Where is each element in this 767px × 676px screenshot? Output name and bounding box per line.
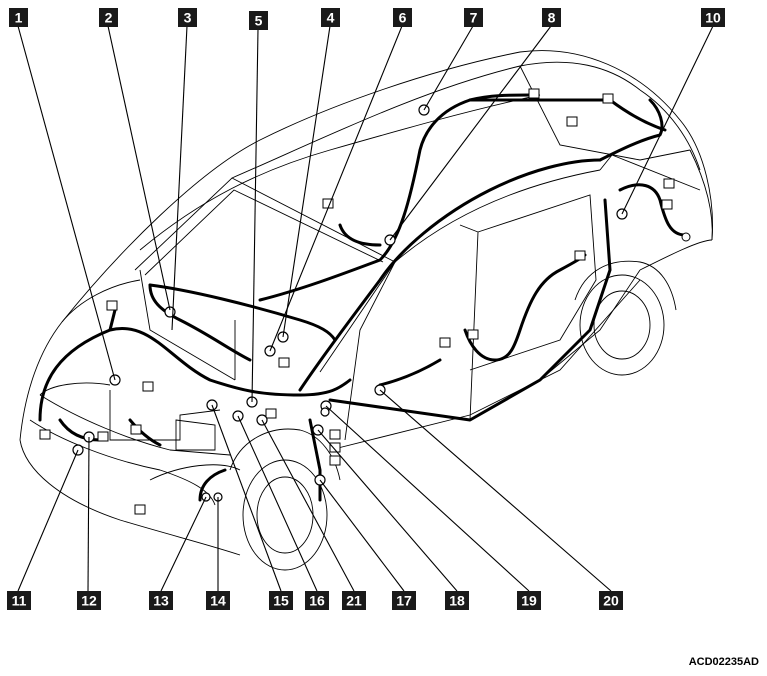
svg-text:13: 13 [153,593,169,609]
svg-text:2: 2 [105,10,113,26]
callout-10: 10 [701,8,725,27]
callout-4: 4 [321,8,340,27]
reference-code: ACD02235AD [688,656,759,668]
vehicle-body-outline [19,50,713,571]
svg-text:12: 12 [81,593,97,609]
callout-3: 3 [178,8,197,27]
callout-14: 14 [206,591,230,610]
callout-11: 11 [7,591,31,610]
callout-18: 18 [445,591,469,610]
svg-text:8: 8 [548,10,556,26]
callout-17: 17 [392,591,416,610]
callout-21: 21 [342,591,366,610]
callout-8: 8 [542,8,561,27]
svg-text:15: 15 [273,593,289,609]
callout-16: 16 [305,591,329,610]
leader-lines [17,25,714,592]
svg-text:7: 7 [470,10,478,26]
callout-19: 19 [517,591,541,610]
callouts-top: 1 2 3 5 4 6 7 8 [9,8,725,30]
connectors [39,88,691,515]
callout-6: 6 [393,8,412,27]
svg-text:19: 19 [521,593,537,609]
callout-13: 13 [149,591,173,610]
svg-text:14: 14 [210,593,226,609]
svg-text:21: 21 [346,593,362,609]
svg-text:11: 11 [12,593,27,609]
svg-text:10: 10 [705,10,721,26]
callout-1: 1 [9,8,28,27]
svg-text:16: 16 [309,593,325,609]
svg-text:1: 1 [15,10,23,26]
svg-text:17: 17 [396,593,412,609]
callout-20: 20 [599,591,623,610]
svg-text:18: 18 [449,593,465,609]
callouts-bottom: 11 12 13 14 15 16 21 17 [7,591,623,610]
wiring-harness [38,93,687,502]
callout-5: 5 [249,11,268,30]
callout-7: 7 [464,8,483,27]
callout-2: 2 [99,8,118,27]
svg-text:4: 4 [327,10,335,26]
svg-text:5: 5 [255,13,263,29]
svg-text:20: 20 [603,593,619,609]
callout-15: 15 [269,591,293,610]
svg-text:6: 6 [399,10,407,26]
svg-text:3: 3 [184,10,192,26]
callout-12: 12 [77,591,101,610]
